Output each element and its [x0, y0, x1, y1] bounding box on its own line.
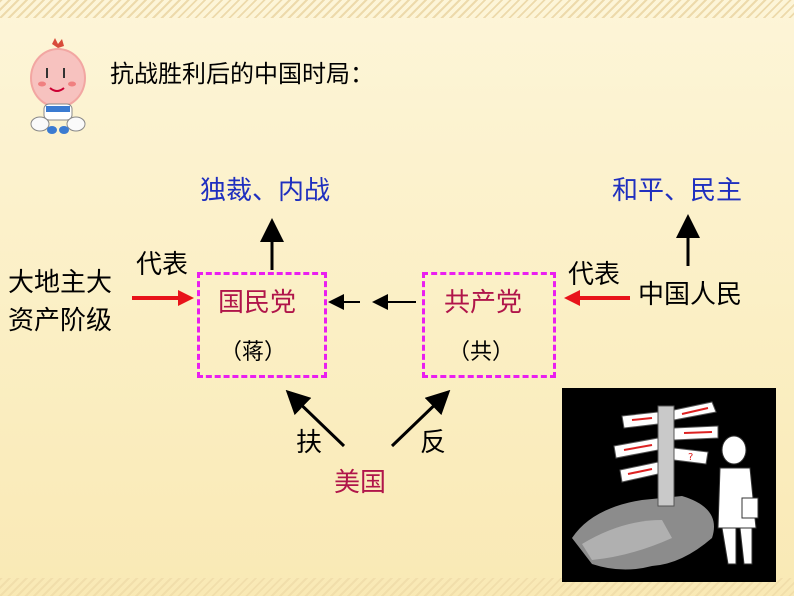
kmt-box: [197, 272, 327, 378]
usa-oppose-arrow: [390, 389, 451, 448]
kmt-name: 国民党: [218, 288, 297, 318]
top-decor-band: [0, 0, 794, 18]
left-class-line2: 资产阶级: [8, 306, 113, 336]
usa-oppose-label: 反: [420, 428, 447, 458]
left-class-line1: 大地主大: [8, 268, 113, 298]
represent-label-right: 代表: [568, 260, 621, 290]
kmt-goal: 独裁、内战: [200, 176, 331, 206]
people-name: 中国人民: [638, 280, 743, 310]
ccp-name: 共产党: [444, 288, 523, 318]
usa-support-label: 扶: [296, 428, 323, 458]
slide-title: 抗战胜利后的中国时局：: [110, 60, 374, 88]
pomegranate-mascot-icon: [30, 38, 86, 134]
ccp-leader: （共）: [448, 340, 515, 365]
svg-text:?: ?: [688, 452, 693, 463]
kmt-leader: （蒋）: [220, 340, 287, 365]
represent-label-left: 代表: [136, 250, 189, 280]
ccp-box: [422, 272, 556, 378]
crossroads-clipart: ?: [562, 388, 776, 582]
bottom-decor-band: [0, 578, 794, 596]
usa-support-arrow: [285, 389, 346, 448]
signpost-man-icon: ?: [572, 401, 759, 570]
usa-name: 美国: [334, 468, 387, 498]
people-goal: 和平、民主: [612, 176, 743, 206]
